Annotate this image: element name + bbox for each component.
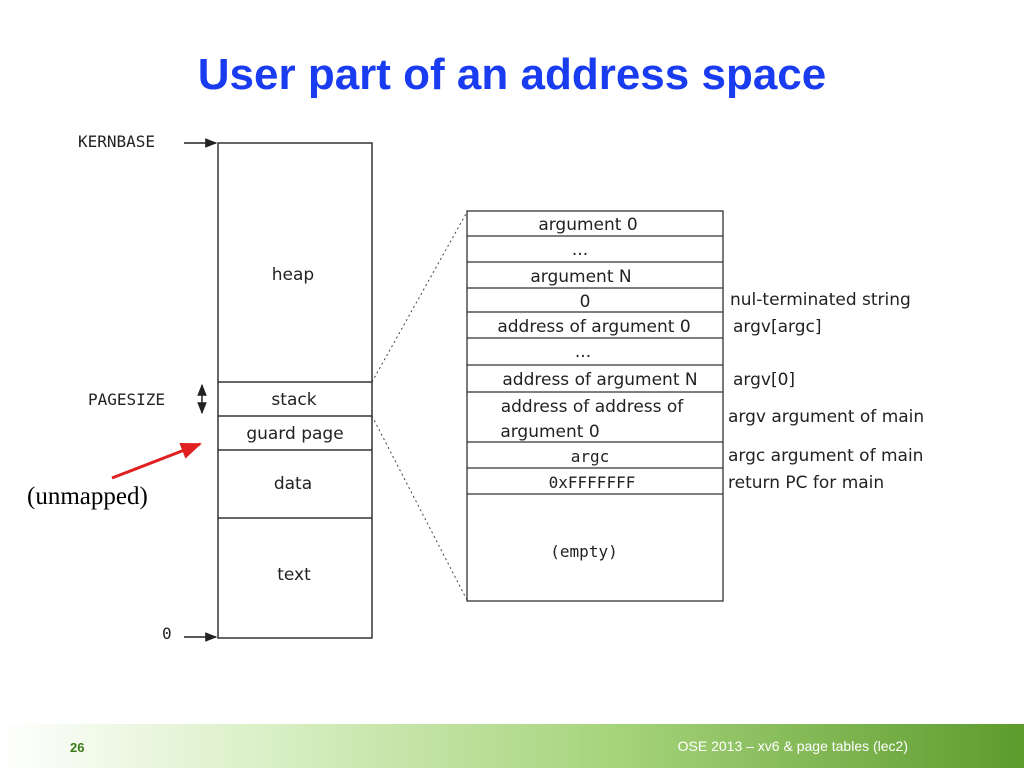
unmapped-red-arrow: [111, 442, 202, 480]
stack-cell-address-of-argument-n: address of argument N: [502, 370, 697, 390]
stack-detail-outline: [466, 210, 724, 602]
annotation-argv-0: argv[0]: [733, 370, 795, 390]
footer-text: OSE 2013 – xv6 & page tables (lec2): [677, 738, 908, 754]
stack-detail-column: argument 0 ... argument N 0 address of a…: [466, 210, 724, 602]
segment-guard-page: guard page: [246, 424, 343, 444]
address-space-column: heap stack guard page data text: [217, 142, 373, 639]
kernbase-label: KERNBASE: [78, 132, 155, 151]
stack-cell-ellipsis-1: ...: [572, 240, 588, 260]
slide-title: User part of an address space: [197, 50, 827, 99]
stack-cell-return-pc-value: 0xFFFFFFF: [549, 473, 636, 492]
pagesize-label: PAGESIZE: [88, 390, 165, 409]
unmapped-note: (unmapped): [27, 483, 148, 510]
zoom-line-top: [371, 211, 468, 383]
stack-cell-address-of-address-line2: argument 0: [500, 422, 599, 442]
address-space-outline: [217, 142, 373, 639]
segment-stack: stack: [271, 390, 316, 410]
annotation-return-pc: return PC for main: [728, 473, 884, 493]
zero-label: 0: [162, 624, 172, 643]
segment-text: text: [277, 565, 311, 585]
stack-cell-argument-n: argument N: [530, 267, 631, 287]
footer-bar: 26 OSE 2013 – xv6 & page tables (lec2): [0, 724, 1024, 768]
stack-cell-empty: (empty): [550, 542, 617, 561]
stack-cell-address-of-argument-0: address of argument 0: [497, 317, 690, 337]
stack-cell-ellipsis-2: ...: [575, 342, 591, 362]
stack-cell-zero: 0: [580, 292, 591, 312]
annotation-argv-argument: argv argument of main: [728, 407, 924, 427]
stack-cell-argc: argc: [571, 447, 610, 466]
page-number: 26: [70, 740, 85, 755]
address-space-diagram: heap stack guard page data text KERNBASE…: [27, 132, 924, 643]
stack-cell-argument-0: argument 0: [538, 215, 637, 235]
zoom-line-bottom: [371, 415, 468, 601]
annotation-argc-argument: argc argument of main: [728, 446, 923, 466]
segment-heap: heap: [272, 265, 314, 285]
annotation-nul-terminated-string: nul-terminated string: [730, 290, 911, 310]
annotation-argv-argc: argv[argc]: [733, 317, 821, 337]
stack-cell-address-of-address-line1: address of address of: [501, 397, 685, 417]
segment-data: data: [274, 474, 312, 494]
